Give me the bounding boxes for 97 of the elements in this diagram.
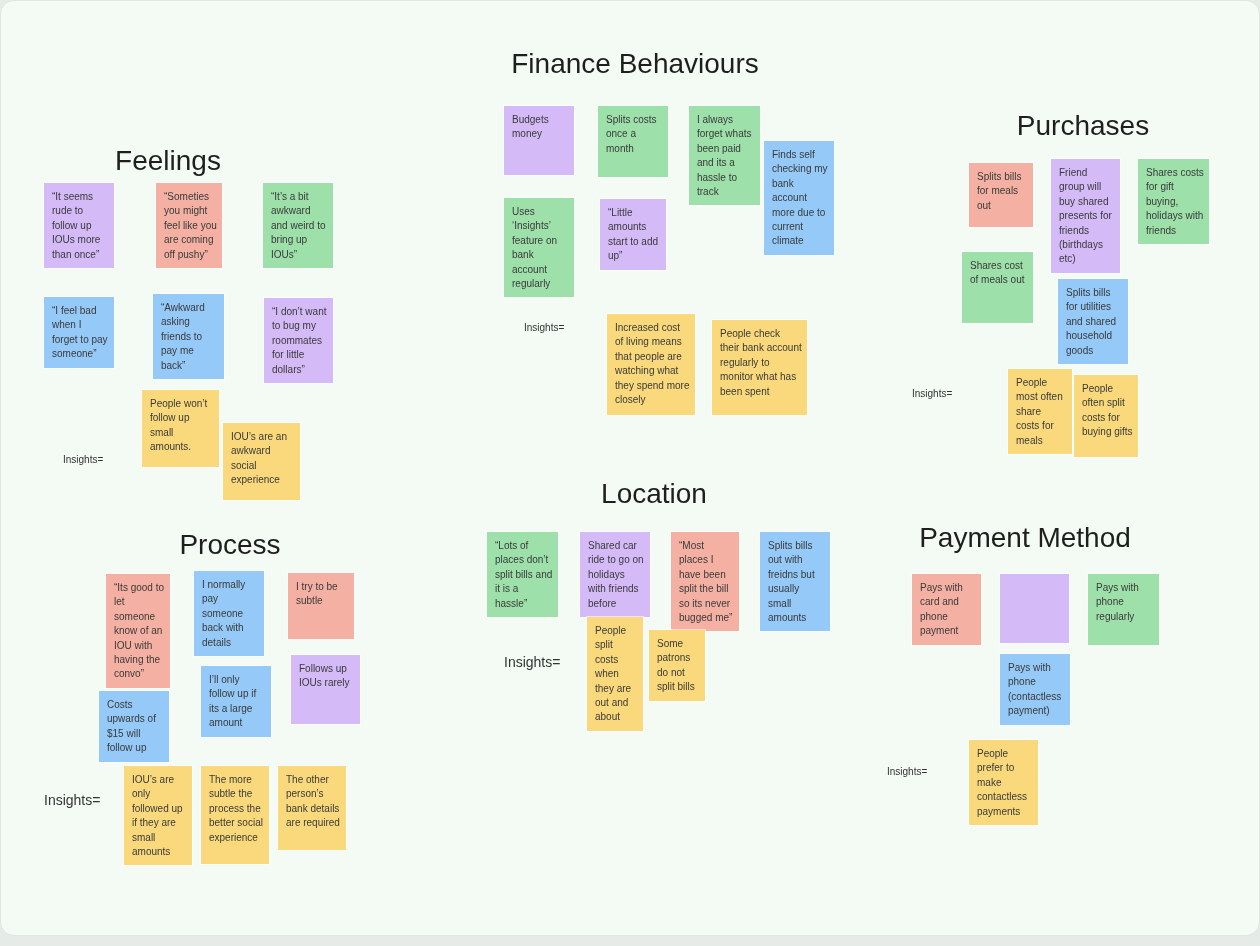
note-text: “It seems rude to follow up IOUs more than once” [52,190,102,262]
insights-label: Insights= [504,653,561,671]
cluster-heading: Feelings [115,144,221,178]
note-text: IOU’s are only followed up if they are small amounts [132,773,184,860]
insights-label: Insights= [524,321,565,334]
note-text: Shares cost of meals out [970,259,1026,288]
sticky-note [201,766,269,864]
sticky-note [99,691,169,762]
sticky-note [124,766,192,866]
sticky-note [504,106,574,175]
sticky-note [764,141,834,255]
note-text: Uses ‘Insights’ feature on bank account regularly [512,205,559,292]
note-text: I normally pay someone back with details [202,578,247,650]
note-text: I always forget whats been paid and its a hassle to track [697,113,753,200]
sticky-note [1138,159,1209,245]
sticky-note [106,574,170,688]
note-text: I’ll only follow up if its a large amount [209,673,258,731]
note-text: “Most places I have been split the bill so its never bugged me” [679,539,734,626]
note-text: Increased cost of living means that people are watching what they spend more closely [615,321,690,408]
note-text: Follows up IOUs rarely [299,662,351,691]
note-text: Splits costs once a month [606,113,658,156]
sticky-note [671,532,739,632]
sticky-note [44,183,114,269]
sticky-note [1000,654,1070,725]
note-text: “It’s a bit awkward and weird to bring up IOUs” [271,190,327,262]
note-text: “Its good to let someone know of an IOU with having the convo” [114,581,165,682]
sticky-note [223,423,300,500]
note-text: People most often share costs for meals [1016,376,1064,448]
sticky-note [201,666,271,737]
sticky-note [607,314,695,415]
note-text: People prefer to make contactless payments [977,747,1029,819]
sticky-note [44,297,114,368]
cluster-heading: Purchases [1016,109,1150,143]
note-text: “Little amounts start to add up” [608,206,660,264]
sticky-note [649,630,705,701]
note-text: People often split costs for buying gifts [1082,382,1133,440]
cluster-heading: Finance Behaviours [511,47,759,81]
cluster-heading: Process [179,528,281,562]
note-text: IOU’s are an awkward social experience [231,430,288,488]
cluster-heading: Payment Method [919,521,1131,555]
sticky-note [153,294,224,380]
sticky-note [580,532,650,618]
note-text: “Lots of places don’t split bills and it is a hassle” [495,539,553,611]
sticky-note [264,298,333,384]
sticky-note [969,163,1033,227]
note-text: Pays with phone (contactless payment) [1008,661,1063,719]
sticky-note [969,740,1038,826]
note-text: People won’t follow up small amounts. [150,397,209,455]
sticky-note [156,183,222,269]
sticky-note [587,617,643,731]
note-text: Friend group will buy shared presents for friends (birthdays etc) [1059,166,1113,267]
sticky-note [288,573,354,639]
insights-label: Insights= [44,791,101,809]
sticky-note [1088,574,1159,645]
sticky-note [1000,574,1069,643]
note-text: “I feel bad when I forget to pay someone” [52,304,109,362]
sticky-note [1058,279,1128,365]
cluster-heading: Location [601,477,707,511]
note-text: Splits bills for utilities and shared household goods [1066,286,1118,358]
sticky-note [689,106,760,206]
sticky-note [263,183,333,269]
note-text: The more subtle the process the better social experience [209,773,264,845]
sticky-note [912,574,981,645]
note-text: I try to be subtle [296,580,339,609]
note-text: Shared car ride to go on holidays with friends before [588,539,645,611]
sticky-note [142,390,219,467]
insights-label: Insights= [887,765,928,778]
note-text: Pays with card and phone payment [920,581,964,639]
sticky-note [712,320,807,415]
sticky-note [487,532,558,618]
sticky-note [1008,369,1072,455]
note-text: “Someties you might feel like you are coming off pushy” [164,190,217,262]
note-text: People check their bank account regularly to monitor what has been spent [720,327,802,399]
note-text: Splits bills out with freidns but usually small amounts [768,539,816,626]
sticky-note [1051,159,1120,273]
sticky-note [598,106,668,177]
note-text: Splits bills for meals out [977,170,1023,213]
note-text: Budgets money [512,113,550,142]
note-text: “I don’t want to bug my roommates for little dollars” [272,305,328,377]
note-text: Some patrons do not split bills [657,637,696,695]
note-text: Pays with phone regularly [1096,581,1140,624]
note-text: Finds self checking my bank account more due to current climate [772,148,829,249]
sticky-note [194,571,264,657]
note-text: “Awkward asking friends to pay me back” [161,301,206,373]
sticky-note [1074,375,1138,457]
note-text: The other person’s bank details are required [286,773,341,831]
sticky-note [291,655,360,724]
insights-label: Insights= [63,453,104,466]
sticky-note [504,198,574,298]
sticky-note [600,199,666,270]
note-text: Shares costs for gift buying, holidays with friends [1146,166,1204,238]
insights-label: Insights= [912,387,953,400]
note-text: People split costs when they are out and about [595,624,633,725]
sticky-note [278,766,346,850]
sticky-note [962,252,1033,323]
sticky-note [760,532,830,632]
note-text: Costs upwards of $15 will follow up [107,698,157,756]
